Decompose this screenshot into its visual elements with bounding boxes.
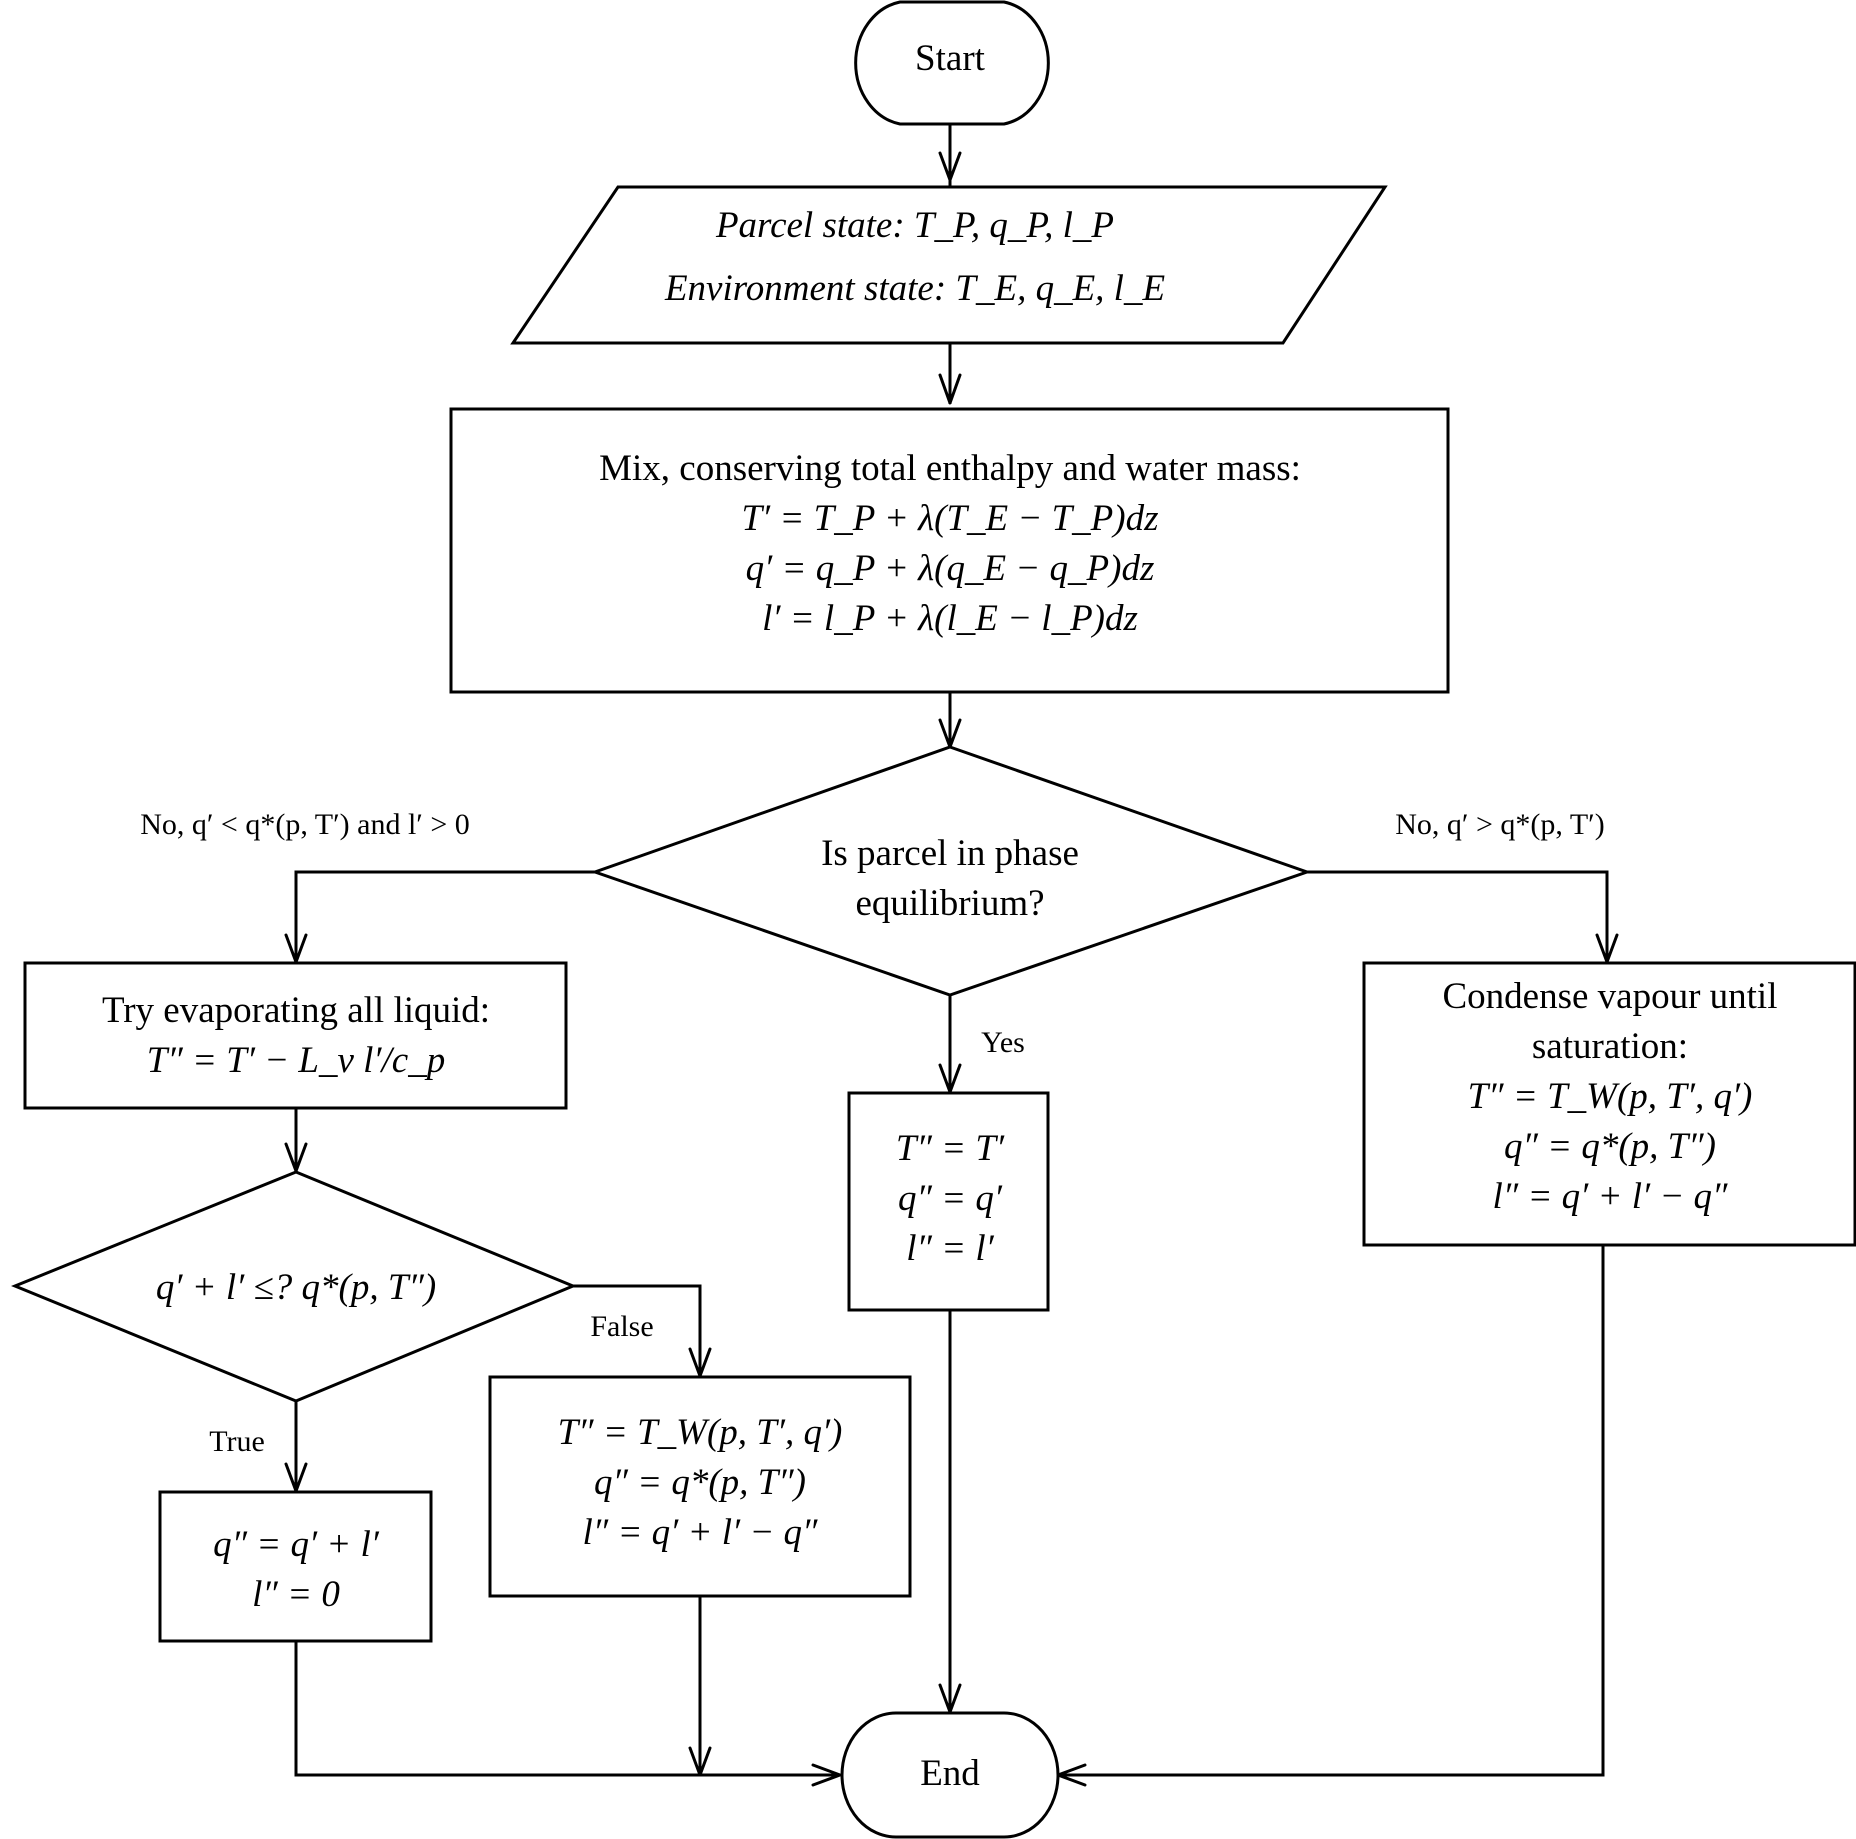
condense-eq2: q″ = q*(p, T″)	[1504, 1126, 1716, 1167]
decision-equilibrium-line2: equilibrium?	[855, 883, 1044, 924]
condense-line2: saturation:	[1532, 1026, 1688, 1067]
start-node: Start	[854, 0, 1050, 126]
equilibrium-eq2: q″ = q′	[898, 1178, 1003, 1219]
evap-true-eq2: l″ = 0	[252, 1574, 340, 1615]
decision-equilibrium-line1: Is parcel in phase	[821, 833, 1079, 874]
start-label: Start	[915, 38, 986, 79]
condense-eq1: T″ = T_W(p, T′, q′)	[1468, 1076, 1753, 1117]
evap-true-eq1: q″ = q′ + l′	[213, 1524, 380, 1565]
edge-labels: No, q′ < q*(p, T′) and l′ > 0 No, q′ > q…	[140, 808, 1605, 1458]
parcel-state-line: Parcel state: T_P, q_P, l_P	[715, 205, 1114, 246]
environment-state-line: Environment state: T_E, q_E, l_E	[664, 268, 1165, 309]
mix-eq-vapour: q′ = q_P + λ(q_E − q_P)dz	[746, 548, 1155, 589]
decision-evap-expr: q′ + l′ ≤? q*(p, T″)	[156, 1267, 436, 1308]
equilibrium-node: T″ = T′ q″ = q′ l″ = l′	[847, 1091, 1050, 1312]
edge-condense-end	[1058, 1245, 1605, 1777]
evaporate-node: Try evaporating all liquid: T″ = T′ − L_…	[23, 961, 568, 1110]
decision-equilibrium-node: Is parcel in phase equilibrium?	[590, 745, 1312, 997]
mix-eq-liquid: l′ = l_P + λ(l_E − l_P)dz	[762, 598, 1138, 639]
equilibrium-eq1: T″ = T′	[896, 1128, 1005, 1169]
condense-eq3: l″ = q′ + l′ − q″	[1493, 1176, 1729, 1217]
edge-label-right-no: No, q′ > q*(p, T′)	[1395, 808, 1604, 841]
equilibrium-eq3: l″ = l′	[906, 1228, 994, 1269]
end-node: End	[840, 1711, 1060, 1839]
edge-decision-condense	[1307, 870, 1609, 962]
edge-decision2-false	[573, 1284, 702, 1376]
evaporate-eq: T″ = T′ − L_v l′/c_p	[147, 1040, 445, 1081]
connectors	[294, 124, 1609, 1777]
arrowhead-right	[811, 1763, 842, 1787]
evaporate-title: Try evaporating all liquid:	[102, 990, 490, 1031]
input-node: Parcel state: T_P, q_P, l_P Environment …	[510, 185, 1388, 345]
edge-label-true: True	[209, 1425, 265, 1458]
arrowhead-down	[938, 373, 962, 405]
condense-line1: Condense vapour until	[1442, 976, 1777, 1017]
mix-node: Mix, conserving total enthalpy and water…	[449, 407, 1450, 694]
condense-node: Condense vapour until saturation: T″ = T…	[1362, 961, 1856, 1247]
evap-false-eq1: T″ = T_W(p, T′, q′)	[558, 1412, 843, 1453]
arrowhead-down	[938, 151, 962, 182]
edge-label-left-no: No, q′ < q*(p, T′) and l′ > 0	[140, 808, 470, 841]
evap-false-node: T″ = T_W(p, T′, q′) q″ = q*(p, T″) l″ = …	[488, 1375, 912, 1598]
edge-label-false: False	[590, 1310, 653, 1343]
edge-label-yes: Yes	[981, 1026, 1025, 1059]
evap-false-eq2: q″ = q*(p, T″)	[594, 1462, 806, 1503]
mix-eq-temperature: T′ = T_P + λ(T_E − T_P)dz	[741, 498, 1158, 539]
end-label: End	[920, 1753, 980, 1794]
evap-true-node: q″ = q′ + l′ l″ = 0	[158, 1490, 433, 1643]
evap-false-eq3: l″ = q′ + l′ − q″	[583, 1512, 819, 1553]
edge-true-end	[294, 1641, 840, 1777]
decision-evap-node: q′ + l′ ≤? q*(p, T″)	[11, 1170, 577, 1403]
edge-decision-evaporate	[294, 870, 595, 962]
mix-title: Mix, conserving total enthalpy and water…	[599, 448, 1301, 489]
arrowhead-down	[688, 1746, 712, 1777]
